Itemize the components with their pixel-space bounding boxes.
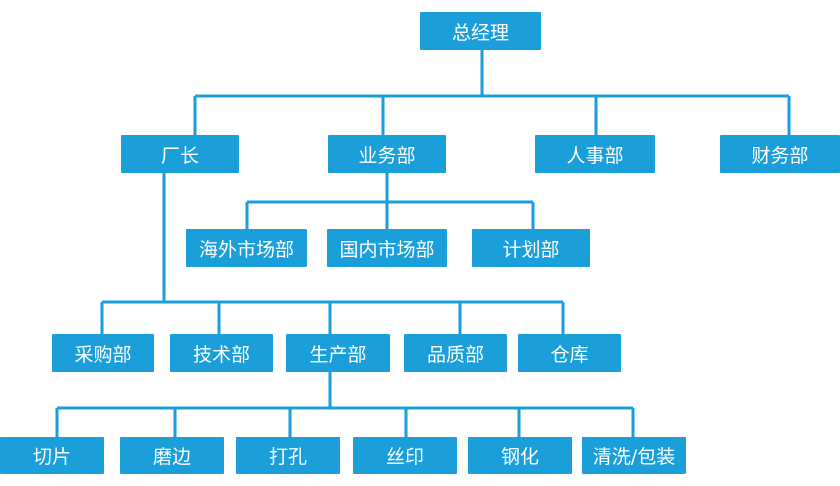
node-planning-dept: 计划部 bbox=[472, 229, 590, 267]
node-finance-dept: 财务部 bbox=[720, 135, 840, 173]
node-purchasing-dept: 采购部 bbox=[52, 334, 154, 372]
node-quality-dept: 品质部 bbox=[404, 334, 507, 372]
node-cleaning-packing: 清洗/包装 bbox=[582, 437, 686, 474]
node-drilling: 打孔 bbox=[236, 437, 340, 474]
node-factory-director: 厂长 bbox=[121, 135, 239, 173]
node-warehouse: 仓库 bbox=[518, 334, 621, 372]
node-cutting: 切片 bbox=[0, 437, 104, 474]
node-silk-print: 丝印 bbox=[353, 437, 457, 474]
node-grinding: 磨边 bbox=[120, 437, 224, 474]
node-domestic-market: 国内市场部 bbox=[327, 229, 447, 267]
node-hr-dept: 人事部 bbox=[535, 135, 655, 173]
node-overseas-market: 海外市场部 bbox=[186, 229, 307, 267]
node-tempering: 钢化 bbox=[468, 437, 572, 474]
node-ceo: 总经理 bbox=[420, 12, 541, 50]
node-business-dept: 业务部 bbox=[328, 135, 446, 173]
node-production-dept: 生产部 bbox=[286, 334, 390, 372]
node-technical-dept: 技术部 bbox=[170, 334, 273, 372]
